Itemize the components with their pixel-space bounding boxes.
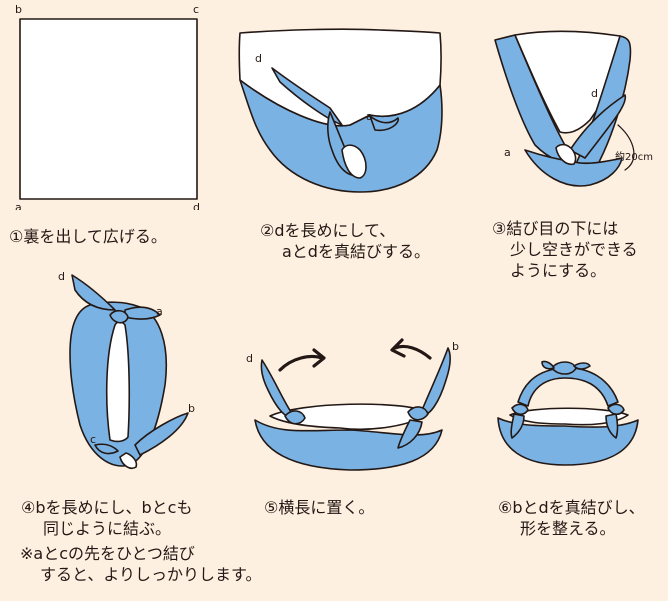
- step-6-panel: ⑥bとdを真結びし、 形を整える。: [470, 340, 668, 550]
- cloth-tail-right-drop: [397, 419, 423, 449]
- cloth-tail-d: [260, 359, 296, 419]
- corner-label-c: c: [193, 3, 199, 16]
- arrow-head-left: [390, 338, 406, 358]
- corner-label-d: d: [255, 52, 262, 65]
- corner-label-d: d: [246, 352, 253, 365]
- corner-label-b: b: [452, 340, 459, 353]
- knot-bottom-hole: [119, 452, 138, 470]
- knot-left: [511, 403, 529, 416]
- step-4-panel: d a b c ④bを長めにし、bとcも 同じように結ぶ。 ※aとcの先をひとつ…: [0, 265, 290, 601]
- knot-right: [407, 406, 429, 421]
- cloth-inner: [238, 28, 442, 127]
- step-6-caption-line: 形を整える。: [520, 519, 616, 538]
- step-6-caption: ⑥bとdを真結びし、 形を整える。: [498, 497, 645, 539]
- corner-label-c: c: [90, 433, 96, 446]
- step-3-caption-line: ③結び目の下には: [492, 219, 619, 238]
- corner-label-a: a: [504, 146, 511, 159]
- knot-loop: [327, 111, 361, 177]
- arrow-head-right: [312, 348, 326, 368]
- cloth-body: [497, 417, 639, 466]
- step-1-panel: b c a d ①裏を出して広げる。: [0, 0, 220, 250]
- corner-label-a: a: [15, 201, 22, 210]
- step-4-caption-line: ④bを長めにし、bとcも: [21, 498, 193, 517]
- knot-right: [607, 403, 625, 416]
- step-6-caption-line: ⑥bとdを真結びし、: [498, 498, 645, 517]
- corner-label-b: b: [15, 3, 22, 16]
- step-2-illustration: d a: [238, 28, 443, 193]
- cloth-inner: [514, 30, 621, 134]
- curved-arrow-right: [278, 354, 324, 372]
- step-6-illustration: [497, 360, 639, 466]
- cloth-tail-b: [419, 347, 451, 416]
- corner-label-d: d: [58, 270, 65, 283]
- cloth-tail-d: [569, 94, 627, 159]
- cloth-tail-d: [71, 274, 116, 311]
- step-1-caption: ①裏を出して広げる。: [9, 226, 167, 247]
- cloth-tail-a: [124, 306, 161, 320]
- step-2-caption-line: ②dを長めにして、: [260, 221, 396, 240]
- cloth-square: [19, 18, 198, 200]
- cloth-inner: [105, 321, 131, 443]
- step-1-caption-line: ①裏を出して広げる。: [9, 227, 167, 246]
- corner-label-a: a: [366, 110, 373, 123]
- step-4-caption-line: 同じように結ぶ。: [43, 519, 172, 538]
- step-3-caption-line: 少し空きができる: [510, 240, 638, 259]
- step-2-caption-line: aとdを真結びする。: [282, 242, 430, 261]
- step-3-panel: d a 約20cm ③結び目の下には 少し空きができる ようにする。: [470, 0, 668, 290]
- step-4-illustration: d a b c: [58, 270, 195, 470]
- step-5-panel: d b ⑤横長に置く。: [230, 320, 470, 530]
- drop-right: [605, 413, 619, 439]
- step-3-caption: ③結び目の下には 少し空きができる ようにする。: [492, 218, 638, 281]
- corner-label-a: a: [156, 305, 163, 318]
- knot-top: [109, 309, 129, 324]
- step-3-illustration: d a 約20cm: [494, 30, 653, 187]
- step-4-caption: ④bを長めにし、bとcも 同じように結ぶ。: [21, 497, 192, 539]
- tip-note-line: すると、よりしっかりします。: [40, 565, 262, 584]
- corner-label-d: d: [193, 201, 200, 210]
- step-2-panel: d a ②dを長めにして、 aとdを真結びする。: [230, 0, 460, 270]
- cloth-tail-c: [94, 443, 119, 455]
- step-2-caption: ②dを長めにして、 aとdを真結びする。: [260, 220, 430, 262]
- tip-note: ※aとcの先をひとつ結び すると、よりしっかりします。: [20, 543, 261, 585]
- step-5-caption-line: ⑤横長に置く。: [264, 498, 375, 517]
- knot-left: [284, 410, 306, 425]
- curved-arrow-left: [393, 344, 432, 360]
- drop-left: [510, 413, 525, 439]
- corner-label-d: d: [591, 87, 598, 100]
- measure-label: 約20cm: [615, 150, 653, 163]
- knot-tail-left: [541, 360, 555, 370]
- step-1-illustration: b c a d: [15, 3, 200, 210]
- cloth-tail-a: [369, 115, 399, 132]
- step-5-caption: ⑤横長に置く。: [264, 497, 374, 518]
- cloth-tail-d: [271, 67, 343, 126]
- corner-label-b: b: [188, 402, 195, 415]
- cloth-body: [254, 419, 443, 471]
- step-3-caption-line: ようにする。: [510, 261, 607, 280]
- step-5-illustration: d b: [246, 338, 459, 471]
- knot-hole: [555, 143, 577, 166]
- cloth-tail-b: [134, 412, 189, 456]
- tip-note-line: ※aとcの先をひとつ結び: [20, 544, 195, 563]
- knot-hole: [341, 144, 367, 179]
- measure-line: [617, 124, 635, 171]
- knot-top: [551, 361, 577, 375]
- knot-tail-right: [573, 362, 591, 370]
